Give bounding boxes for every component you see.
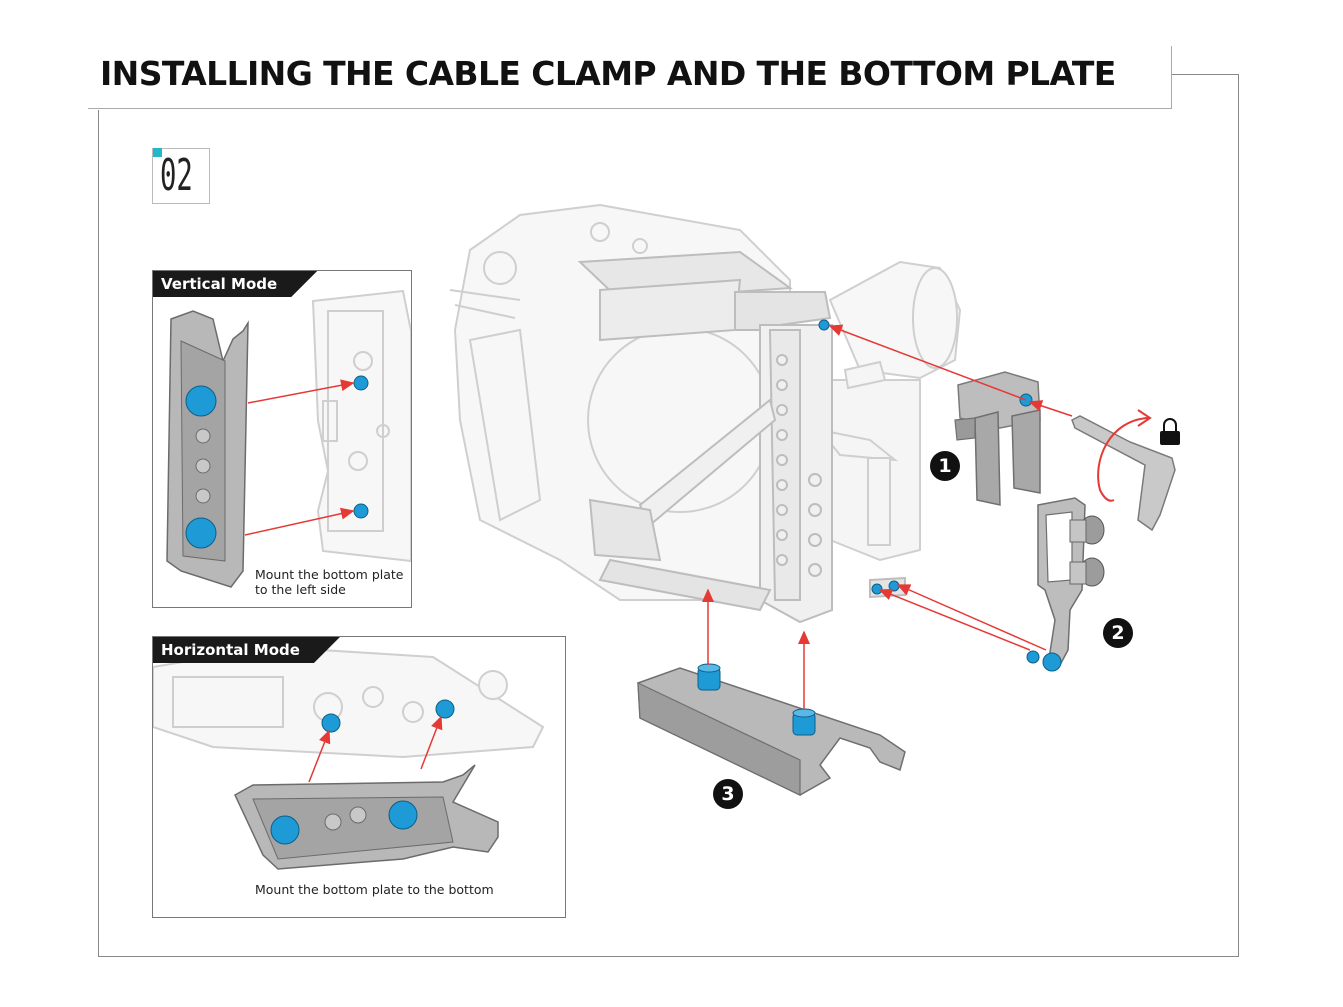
frame-left-border <box>98 110 99 957</box>
side-port-block <box>817 360 921 562</box>
vertical-caption-line2: to the left side <box>255 582 346 597</box>
vertical-mode-drawing <box>166 289 411 588</box>
cage-top-screw <box>818 319 830 331</box>
horizontal-target-screw-left <box>321 713 341 733</box>
page-title: INSTALLING THE CABLE CLAMP AND THE BOTTO… <box>100 54 1116 93</box>
cable-clamp-part-1 <box>954 371 1041 506</box>
rotation-arrow-icon <box>1097 409 1152 502</box>
frame-bottom-border <box>98 956 1239 957</box>
arrow-clamp-to-cage <box>828 324 1027 401</box>
vertical-caption-line1: Mount the bottom plate <box>255 567 404 582</box>
frame-right-border <box>1238 74 1239 957</box>
frame-top-border <box>1172 74 1238 75</box>
vertical-mode-panel: Vertical Mode Mount the bottom plate to … <box>152 270 412 608</box>
vertical-mode-caption: Mount the bottom plate to the left side <box>255 567 405 597</box>
callout-3: 3 <box>713 779 743 809</box>
arrow-key-to-clamp <box>1028 400 1073 417</box>
horizontal-mode-caption: Mount the bottom plate to the bottom <box>255 882 494 897</box>
callout-1: 1 <box>930 451 960 481</box>
horizontal-mode-tab: Horizontal Mode <box>153 637 340 663</box>
cage-bottom-screw-a <box>871 583 883 595</box>
step-accent-square <box>153 148 162 157</box>
vertical-target-screw-top <box>353 375 369 391</box>
vertical-mode-tab: Vertical Mode <box>153 271 317 297</box>
vertical-target-screw-bottom <box>353 503 369 519</box>
hex-key <box>1071 415 1176 532</box>
step-box <box>152 148 210 204</box>
camera-cage <box>577 250 833 624</box>
camera-side-outline <box>311 289 411 563</box>
cage-bottom-screw-b <box>888 580 900 592</box>
horizontal-target-screw-right <box>435 699 455 719</box>
title-box <box>88 46 1172 109</box>
horizontal-plate <box>234 764 499 870</box>
bracket-part-2 <box>1026 497 1105 672</box>
arrow-bracket-to-cage-a <box>878 588 1031 651</box>
assembly-arrows <box>702 324 1073 710</box>
arrow-bracket-to-cage-b <box>896 584 1047 651</box>
lock-icon <box>1160 418 1180 445</box>
camera-bottom-outline <box>153 645 545 759</box>
eyepiece <box>828 260 962 380</box>
horizontal-mode-drawing <box>153 645 545 870</box>
horizontal-mode-panel: Horizontal Mode Mount the bottom plate t… <box>152 636 566 918</box>
vertical-plate <box>166 310 249 588</box>
bottom-plate-part-3 <box>637 663 906 796</box>
callout-2: 2 <box>1103 618 1133 648</box>
